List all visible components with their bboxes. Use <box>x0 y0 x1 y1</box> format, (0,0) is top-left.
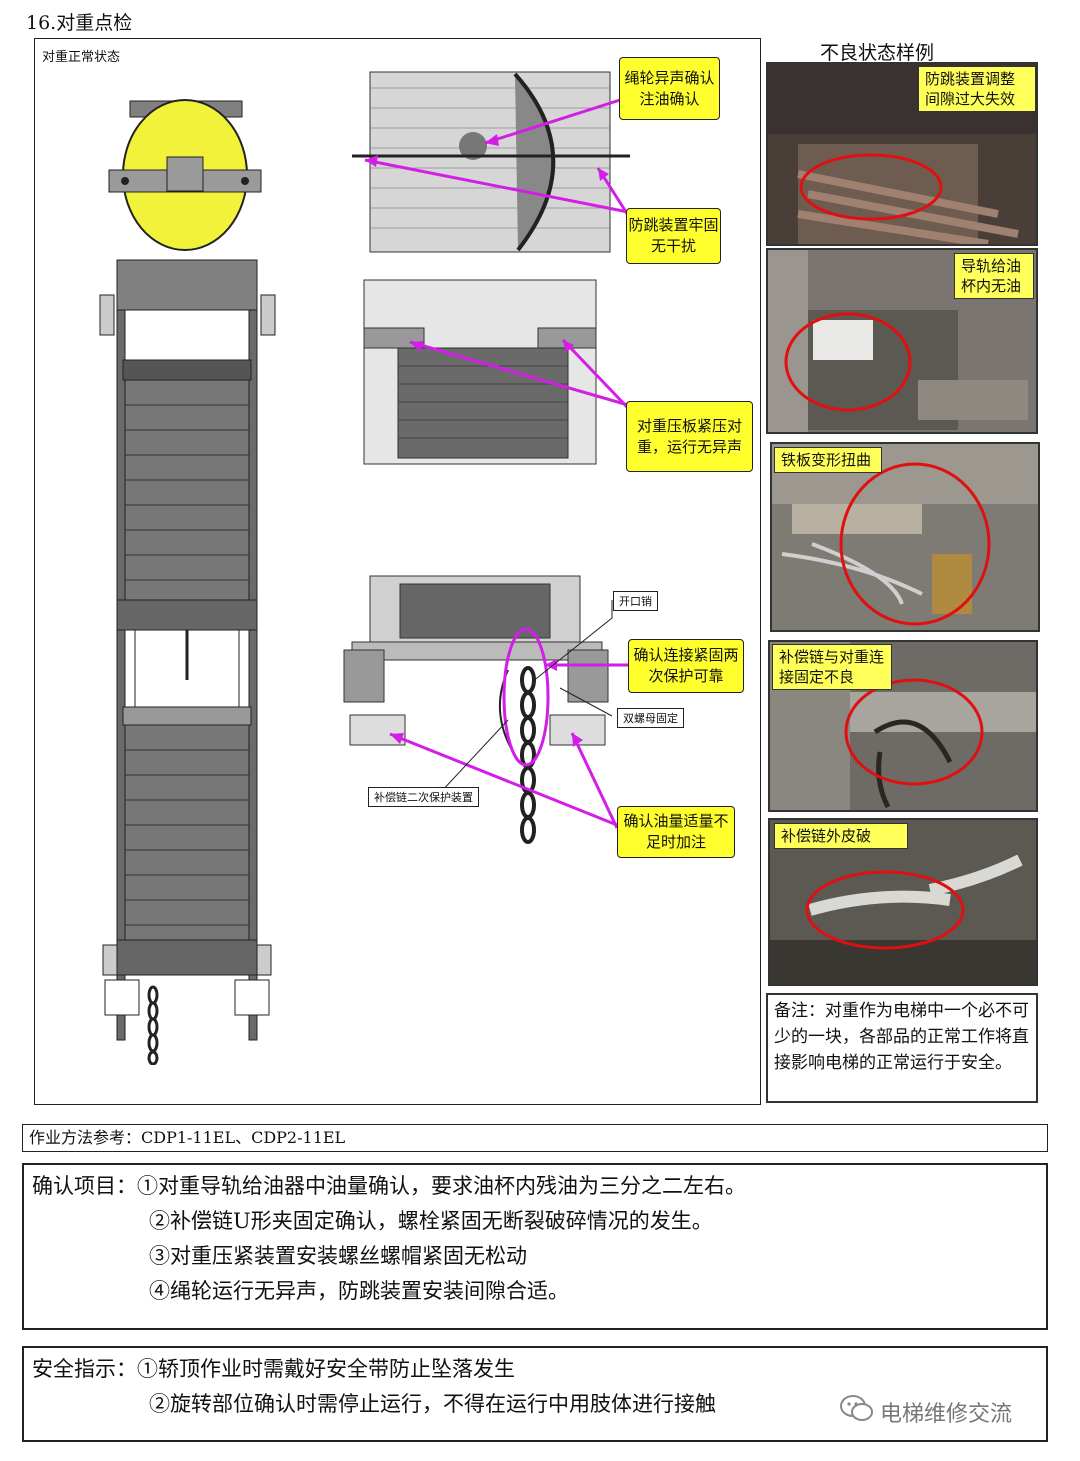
counterweight-drawing <box>99 99 276 1065</box>
confirm-head: 确认项目： <box>32 1174 137 1198</box>
label-secondary-protect: 补偿链二次保护装置 <box>368 787 479 807</box>
confirm-item-2: ②补偿链U形夹固定确认，螺栓紧固无断裂破碎情况的发生。 <box>149 1209 713 1233</box>
confirm-row-2: ②补偿链U形夹固定确认，螺栓紧固无断裂破碎情况的发生。 <box>32 1204 1038 1239</box>
bad-example-tag-1: 防跳装置调整间隙过大失效 <box>918 66 1036 112</box>
safety-row-2: ②旋转部位确认时需停止运行，不得在运行中用肢体进行接触 <box>32 1387 1038 1422</box>
callout-sheave-noise: 绳轮异声确认注油确认 <box>619 57 720 120</box>
callout-oil: 确认油量适量不足时加注 <box>617 806 735 858</box>
callout-press-plate: 对重压板紧压对重，运行无异声 <box>626 401 753 472</box>
confirm-item-3: ③对重压紧装置安装螺丝螺帽紧固无松动 <box>149 1244 527 1268</box>
safety-head: 安全指示： <box>32 1357 137 1381</box>
bad-examples-title: 不良状态样例 <box>820 42 935 64</box>
bad-example-photo-5: 补偿链外皮破 <box>768 818 1038 986</box>
chain-connection-detail-drawing <box>343 575 609 844</box>
note-box: 备注：对重作为电梯中一个必不可少的一块，各部品的正常工作将直接影响电梯的正常运行… <box>766 993 1038 1103</box>
callout-connection: 确认连接紧固两次保护可靠 <box>628 639 744 693</box>
bad-example-photo-1: 防跳装置调整间隙过大失效 <box>766 62 1038 246</box>
watermark-text: 电梯维修交流 <box>880 1402 1013 1427</box>
bad-example-tag-4: 补偿链与对重连接固定不良 <box>772 644 892 690</box>
watermark: 电梯维修交流 <box>840 1395 1012 1429</box>
wechat-icon <box>840 1395 874 1429</box>
safety-row-1: 安全指示：①轿顶作业时需戴好安全带防止坠落发生 <box>32 1352 1038 1387</box>
bad-example-photo-4: 补偿链与对重连接固定不良 <box>768 640 1038 812</box>
sheave-detail-drawing <box>352 71 630 253</box>
bad-example-photo-3: 铁板变形扭曲 <box>770 442 1040 632</box>
confirm-row-1: 确认项目：①对重导轨给油器中油量确认，要求油杯内残油为三分之二左右。 <box>32 1169 1038 1204</box>
safety-item-2: ②旋转部位确认时需停止运行，不得在运行中用肢体进行接触 <box>149 1392 716 1416</box>
label-cotter-pin: 开口销 <box>613 591 658 611</box>
bad-example-photo-2: 导轨给油杯内无油 <box>766 248 1038 434</box>
method-reference: 作业方法参考：CDP1-11EL、CDP2-11EL <box>22 1124 1048 1152</box>
confirm-item-1: ①对重导轨给油器中油量确认，要求油杯内残油为三分之二左右。 <box>137 1174 746 1198</box>
bad-example-tag-5: 补偿链外皮破 <box>774 823 908 849</box>
normal-state-label: 对重正常状态 <box>42 50 121 65</box>
confirm-row-4: ④绳轮运行无异声，防跳装置安装间隙合适。 <box>32 1274 1038 1309</box>
bad-example-tag-2: 导轨给油杯内无油 <box>954 253 1034 299</box>
page-title: 16.对重点检 <box>26 12 133 34</box>
safety-item-1: ①轿顶作业时需戴好安全带防止坠落发生 <box>137 1357 515 1381</box>
confirm-row-3: ③对重压紧装置安装螺丝螺帽紧固无松动 <box>32 1239 1038 1274</box>
confirm-items-box: 确认项目：①对重导轨给油器中油量确认，要求油杯内残油为三分之二左右。 ②补偿链U… <box>22 1163 1048 1330</box>
safety-box: 安全指示：①轿顶作业时需戴好安全带防止坠落发生 ②旋转部位确认时需停止运行，不得… <box>22 1346 1048 1442</box>
press-plate-detail-drawing <box>363 279 597 465</box>
callout-anti-jump: 防跳装置牢固无干扰 <box>626 208 721 264</box>
bad-example-tag-3: 铁板变形扭曲 <box>774 447 882 473</box>
normal-state-frame <box>34 38 761 1105</box>
label-double-nut: 双螺母固定 <box>617 708 684 728</box>
confirm-item-4: ④绳轮运行无异声，防跳装置安装间隙合适。 <box>149 1279 569 1303</box>
